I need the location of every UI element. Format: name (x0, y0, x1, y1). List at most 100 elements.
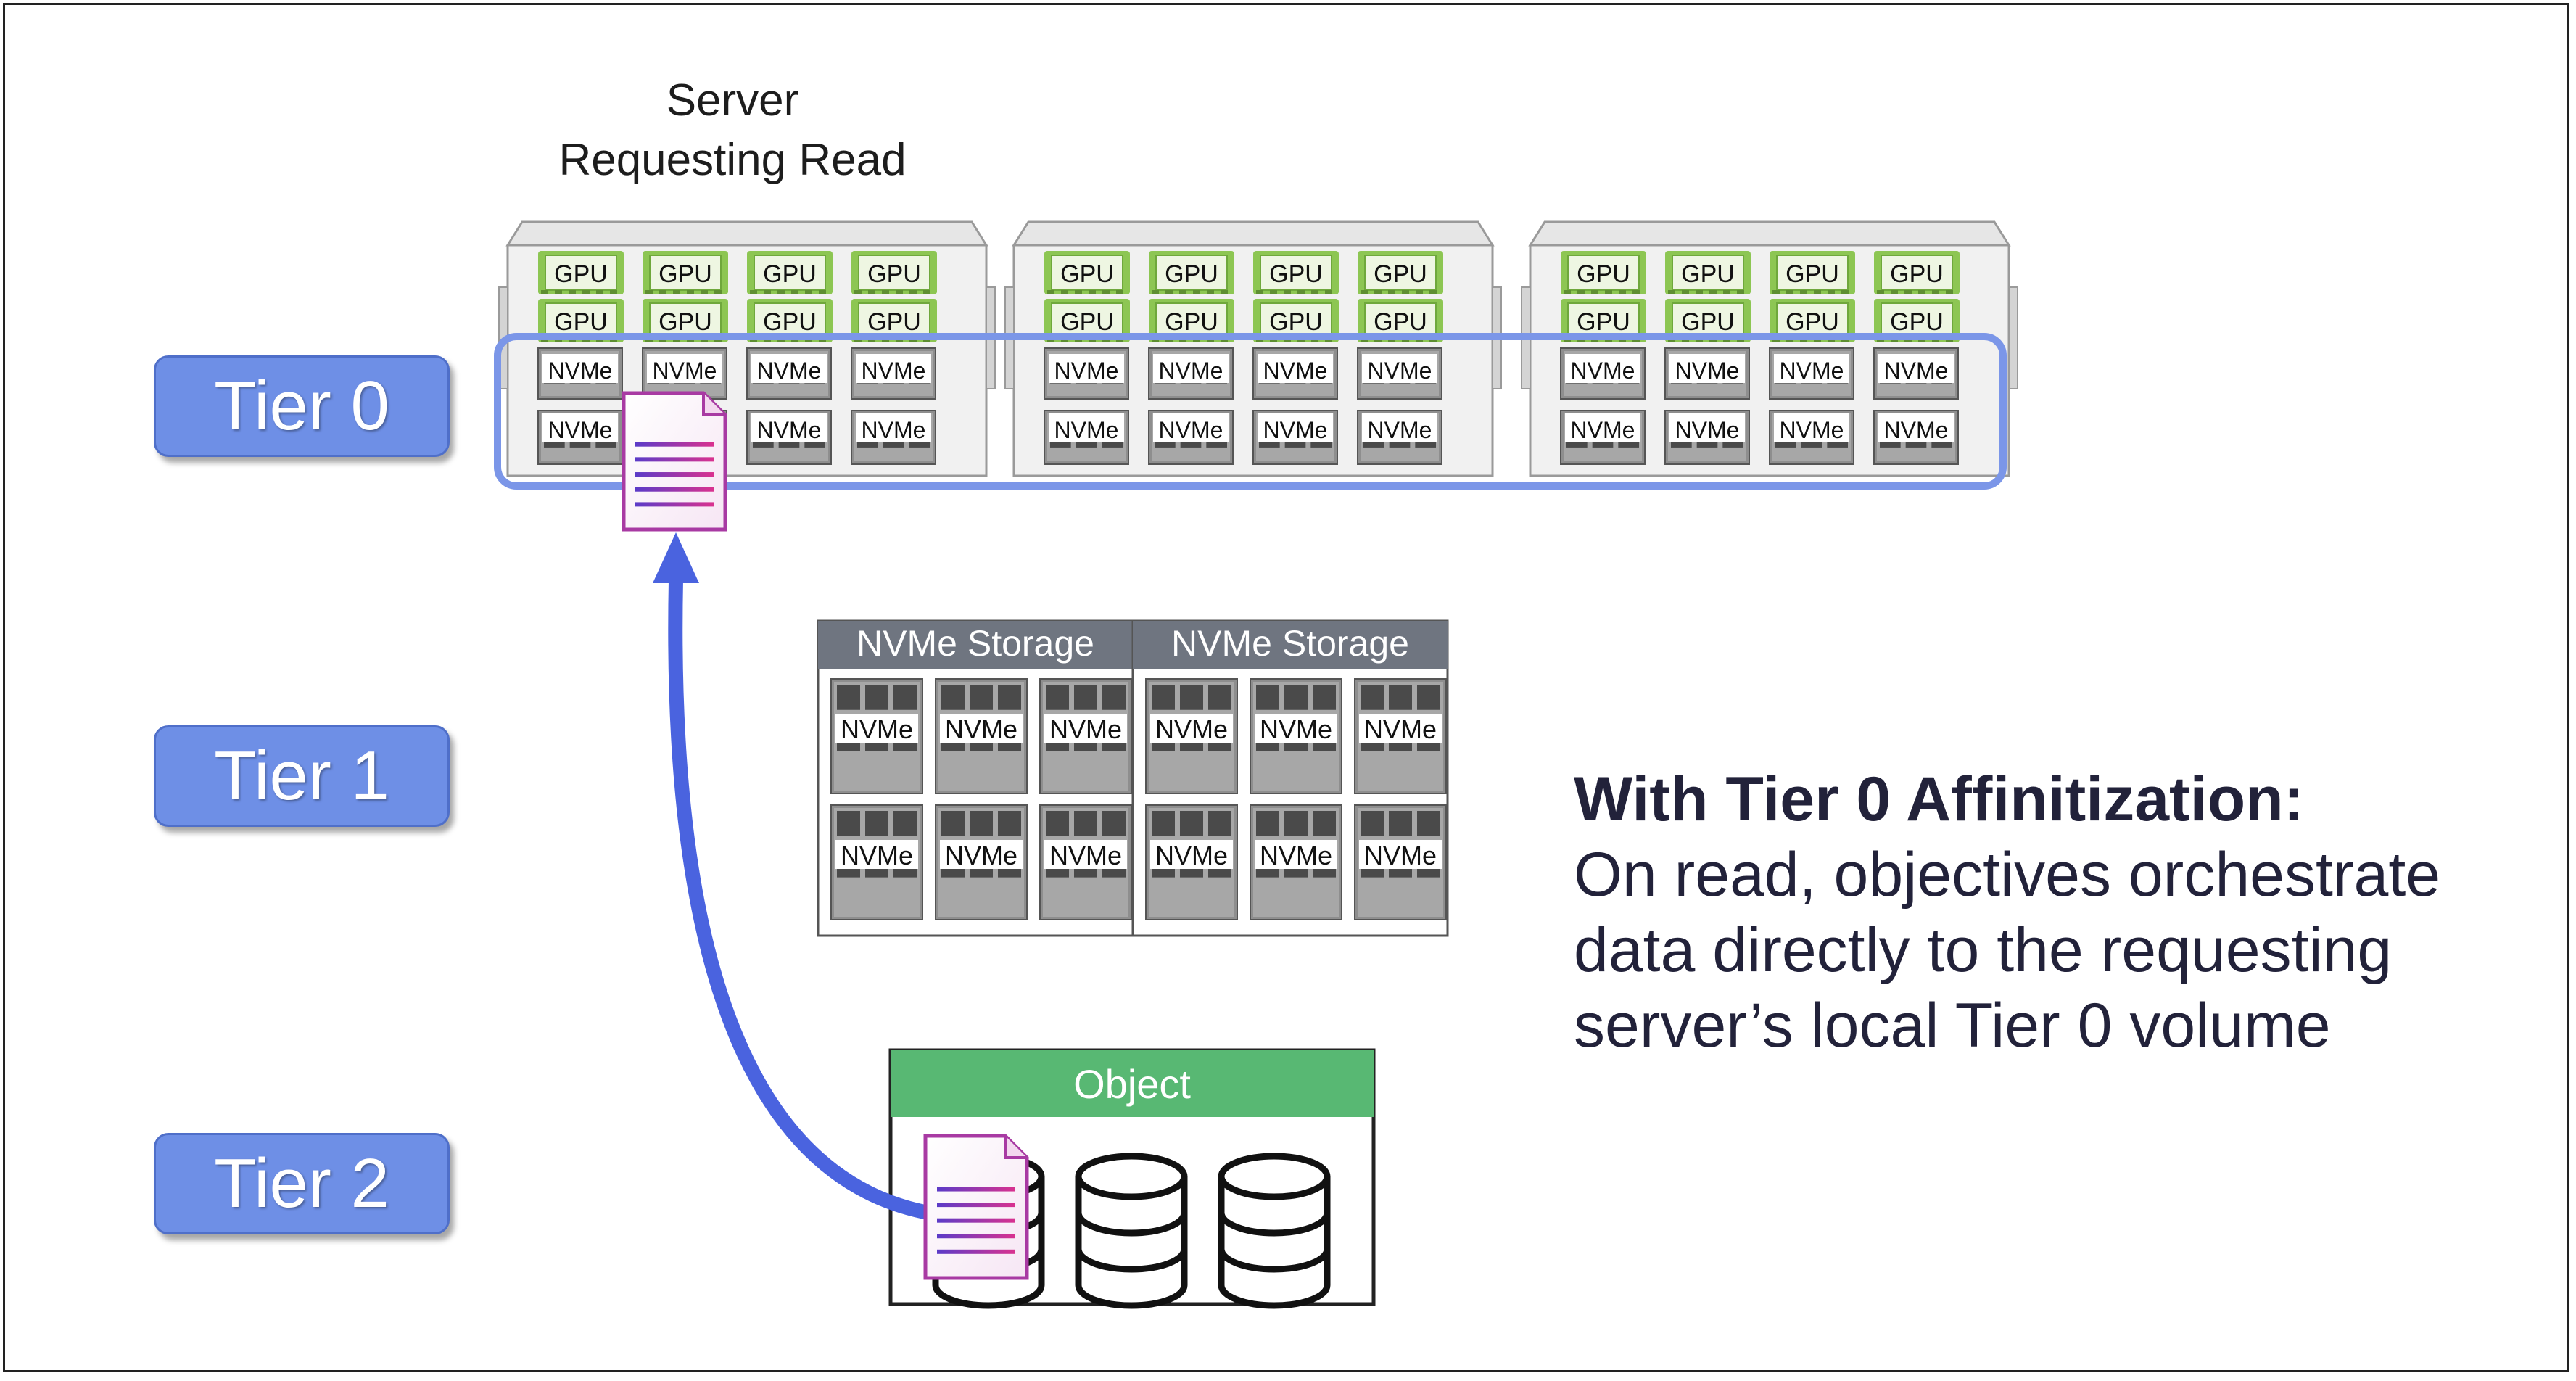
nvme-drive-icon: NVMe (1145, 678, 1238, 794)
gpu-card-icon: GPU (1770, 251, 1855, 294)
nvme-drive-icon: NVMe (1039, 678, 1132, 794)
note-heading: With Tier 0 Affinitization: (1574, 764, 2305, 834)
gpu-label: GPU (1060, 308, 1114, 336)
gpu-label: GPU (1890, 308, 1944, 336)
gpu-card-icon: GPU (747, 251, 833, 294)
nvme-label: NVMe (862, 417, 926, 443)
gpu-card-icon: GPU (1874, 251, 1960, 294)
nvme-label: NVMe (1364, 714, 1437, 744)
nvme-label: NVMe (1780, 358, 1844, 384)
nvme-drive-icon: NVMe (537, 410, 623, 465)
gpu-card-icon: GPU (1561, 299, 1646, 342)
gpu-label: GPU (867, 260, 921, 288)
gpu-label: GPU (1269, 308, 1323, 336)
gpu-card-icon: GPU (643, 251, 728, 294)
nvme-label: NVMe (1054, 417, 1119, 443)
nvme-drive-icon: NVMe (1250, 678, 1342, 794)
gpu-card-icon: GPU (1149, 251, 1234, 294)
nvme-label: NVMe (1571, 417, 1635, 443)
nvme-storage-label: NVMe Storage (1171, 623, 1409, 664)
nvme-drive-icon: NVMe (1769, 410, 1854, 465)
object-label: Object (1073, 1061, 1191, 1107)
note-line-1: On read, objectives orchestrate (1574, 840, 2441, 910)
gpu-label: GPU (1786, 260, 1839, 288)
nvme-label: NVMe (1884, 417, 1949, 443)
nvme-label: NVMe (1155, 714, 1228, 744)
nvme-label: NVMe (945, 714, 1017, 744)
nvme-label: NVMe (757, 358, 822, 384)
server-title-line2: Requesting Read (558, 135, 907, 185)
nvme-storage-label: NVMe Storage (856, 623, 1094, 664)
nvme-label: NVMe (1675, 358, 1740, 384)
read-arrow (653, 532, 936, 1220)
database-icon (1218, 1153, 1331, 1309)
nvme-label: NVMe (1263, 417, 1328, 443)
nvme-drive-icon: NVMe (1044, 410, 1129, 465)
nvme-drive-icon: NVMe (1044, 347, 1129, 400)
nvme-drive-icon: NVMe (1873, 347, 1959, 400)
nvme-label: NVMe (1368, 417, 1432, 443)
nvme-label: NVMe (1263, 358, 1328, 384)
nvme-label: NVMe (1260, 714, 1332, 744)
tier-0-text: Tier 0 (214, 367, 389, 445)
nvme-label: NVMe (1675, 417, 1740, 443)
gpu-card-icon: GPU (1665, 251, 1751, 294)
gpu-label: GPU (1165, 260, 1218, 288)
nvme-drive-icon: NVMe (1354, 804, 1447, 920)
nvme-label: NVMe (1054, 358, 1119, 384)
gpu-label: GPU (763, 260, 817, 288)
gpu-label: GPU (763, 308, 817, 336)
nvme-drive-icon: NVMe (1354, 678, 1447, 794)
nvme-drive-icon: NVMe (1145, 804, 1238, 920)
gpu-label: GPU (1681, 308, 1735, 336)
server-chassis-icon: GPUGPUNVMeNVMeGPUGPUNVMeNVMeGPUGPUNVMeNV… (1004, 220, 1502, 477)
nvme-label: NVMe (1368, 358, 1432, 384)
gpu-card-icon: GPU (1253, 251, 1339, 294)
document-icon (923, 1134, 1029, 1280)
nvme-drive-icon: NVMe (1252, 347, 1338, 400)
nvme-label: NVMe (862, 358, 926, 384)
nvme-drive-icon: NVMe (1560, 410, 1646, 465)
gpu-label: GPU (1681, 260, 1735, 288)
gpu-label: GPU (1374, 308, 1427, 336)
nvme-label: NVMe (841, 714, 913, 744)
gpu-label: GPU (1577, 260, 1630, 288)
gpu-label: GPU (1060, 260, 1114, 288)
note-line-2: data directly to the requesting (1574, 915, 2393, 985)
nvme-drive-icon: NVMe (537, 347, 623, 400)
gpu-label: GPU (1269, 260, 1323, 288)
server-chassis-icon: GPUGPUNVMeNVMeGPUGPUNVMeNVMeGPUGPUNVMeNV… (1521, 220, 2018, 477)
nvme-drive-icon: NVMe (935, 678, 1028, 794)
gpu-label: GPU (554, 260, 608, 288)
nvme-label: NVMe (1884, 358, 1949, 384)
gpu-label: GPU (554, 308, 608, 336)
nvme-drive-icon: NVMe (830, 804, 923, 920)
documents (622, 391, 1029, 1280)
arrow-head (653, 532, 699, 583)
affinitization-note: With Tier 0 Affinitization: On read, obj… (1574, 762, 2546, 1063)
slide-frame (3, 3, 2569, 1372)
nvme-label: NVMe (1049, 841, 1122, 870)
nvme-label: NVMe (1780, 417, 1844, 443)
gpu-card-icon: GPU (1358, 251, 1443, 294)
nvme-drive-icon: NVMe (1357, 347, 1442, 400)
nvme-label: NVMe (653, 358, 717, 384)
nvme-label: NVMe (1155, 841, 1228, 870)
gpu-card-icon: GPU (643, 299, 728, 342)
tier-2-label: Tier 2 (154, 1133, 450, 1234)
nvme-label: NVMe (1159, 417, 1223, 443)
nvme-drive-icon: NVMe (1560, 347, 1646, 400)
gpu-card-icon: GPU (1044, 299, 1130, 342)
tier-1-text: Tier 1 (214, 737, 389, 815)
server-title-line1: Server (666, 75, 799, 125)
gpu-label: GPU (1890, 260, 1944, 288)
gpu-card-icon: GPU (1044, 251, 1130, 294)
nvme-label: NVMe (1571, 358, 1635, 384)
gpu-card-icon: GPU (1561, 251, 1646, 294)
gpu-label: GPU (1165, 308, 1218, 336)
nvme-drive-icon: NVMe (746, 410, 832, 465)
gpu-card-icon: GPU (1358, 299, 1443, 342)
gpu-card-icon: GPU (538, 251, 624, 294)
